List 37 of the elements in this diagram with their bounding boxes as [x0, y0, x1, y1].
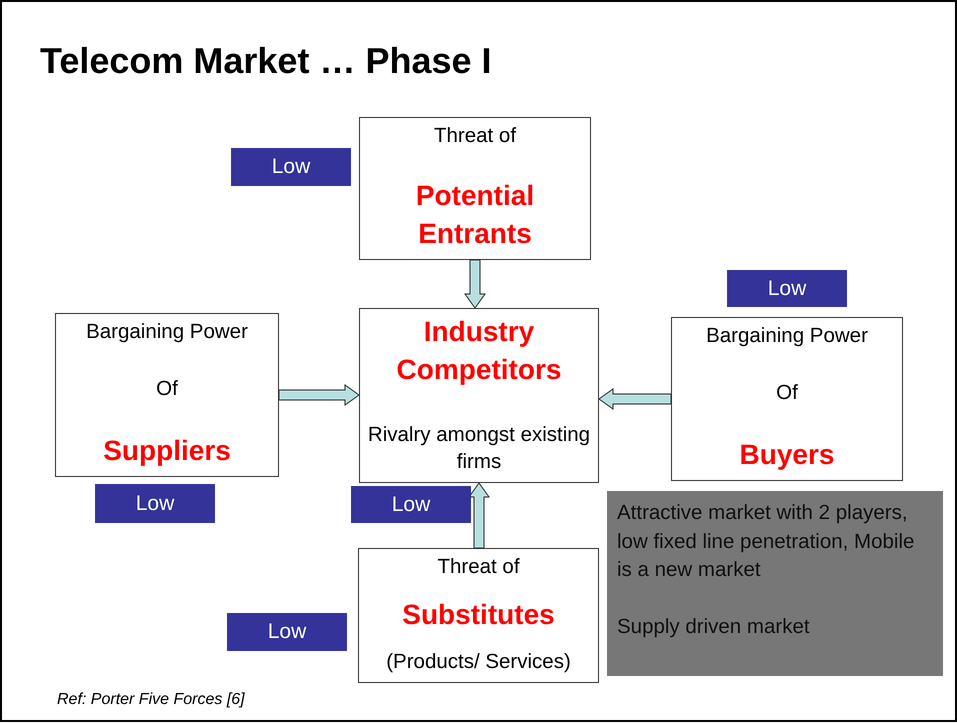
- rating-label: Low: [768, 276, 806, 300]
- force-box: [359, 117, 591, 260]
- slide-title: Telecom Market … Phase I: [40, 40, 492, 82]
- force-text: Threat of: [434, 123, 516, 149]
- reference-note: Ref: Porter Five Forces [6]: [57, 691, 245, 709]
- force-title: Substitutes: [402, 598, 555, 632]
- force-text: Bargaining Power: [86, 319, 248, 345]
- force-text: Bargaining Power: [706, 323, 868, 349]
- force-text: (Products/ Services): [386, 649, 571, 676]
- force-text: Rivalry amongst existing firms: [366, 422, 592, 476]
- rating-badge: [227, 613, 347, 651]
- force-text: Of: [776, 380, 798, 406]
- block-arrow: [278, 384, 360, 406]
- rating-label: Low: [392, 492, 430, 516]
- block-arrow: [598, 388, 672, 410]
- force-box: [359, 308, 599, 483]
- force-box: [55, 313, 279, 477]
- force-title: Industry Competitors: [396, 315, 562, 387]
- note-text: Supply driven market: [617, 614, 810, 640]
- force-text: Of: [156, 376, 178, 402]
- rating-label: Low: [136, 492, 174, 516]
- rating-badge: [351, 486, 471, 523]
- force-box: [671, 317, 903, 481]
- note-text: Attractive market with 2 players, low fixed line penetration, Mobile is a new market: [617, 500, 916, 584]
- rating-label: Low: [272, 155, 310, 179]
- rating-badge: [231, 148, 351, 186]
- rating-badge: [727, 270, 847, 307]
- force-title: Potential Entrants: [414, 179, 536, 252]
- force-title: Buyers: [740, 438, 834, 472]
- force-text: Threat of: [437, 554, 520, 580]
- rating-badge: [95, 484, 215, 523]
- rating-label: Low: [268, 620, 306, 644]
- block-arrow: [468, 482, 490, 548]
- block-arrow: [464, 260, 486, 309]
- force-box: [358, 548, 599, 683]
- force-title: Suppliers: [103, 434, 231, 468]
- note-box: [607, 491, 943, 676]
